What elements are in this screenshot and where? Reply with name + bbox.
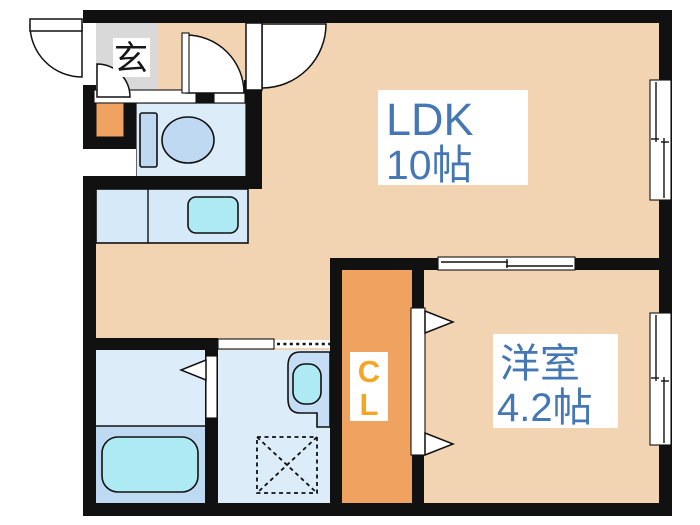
bathroom-door-arrow [178, 358, 207, 382]
wall-kitchen-top [83, 176, 262, 189]
ldk-size-label: 10帖 [386, 142, 473, 188]
wall-bottom [83, 503, 672, 516]
wall-closet-left [330, 258, 342, 503]
entrance-label-box [113, 38, 150, 77]
western-room-window [649, 312, 672, 446]
toilet-tank [139, 112, 158, 168]
closet-label-c: C [358, 354, 380, 389]
western-room-label-box [493, 334, 618, 428]
windows [649, 79, 672, 446]
entrance-label: 玄 [114, 40, 148, 78]
washing-machine-x2 [256, 436, 318, 494]
entrance-door-leaf [29, 18, 83, 32]
toilet-bowl [161, 116, 215, 164]
bathroom-door-leaf [205, 355, 218, 419]
wall-under-shoe-cabinet [83, 137, 124, 149]
washroom-sliding-track [274, 340, 330, 348]
closet-door-leaf [410, 307, 426, 456]
toilet-door-leaf [181, 32, 190, 94]
toilet-door-swing [185, 34, 245, 94]
ldk-door-swing [261, 23, 327, 89]
ldk-door-leaf [245, 22, 263, 91]
fixtures [95, 102, 331, 494]
exterior-notch [80, 149, 136, 176]
western-room-size-label: 4.2帖 [497, 386, 593, 430]
closet-label-box [350, 352, 388, 421]
ldk-floor-lower [96, 258, 342, 350]
entrance-door-swing [29, 24, 83, 78]
wall-bathroom-top [83, 338, 218, 350]
closet-label-l: L [360, 387, 379, 422]
closet-door-arrow-bottom [424, 431, 456, 457]
wall-left-upper [83, 85, 96, 149]
western-room-label: 洋室 [500, 342, 580, 386]
ldk-label-box [378, 90, 528, 185]
wall-toilet-right [246, 103, 262, 185]
kitchen-sink [187, 196, 239, 234]
ldk-window [649, 79, 672, 201]
wall-top [83, 10, 672, 23]
washroom-sliding-door [217, 338, 275, 350]
labels: 玄 LDK 10帖 洋室 4.2帖 C L [113, 38, 618, 430]
bathroom-floor-upper [96, 350, 205, 426]
bathtub [101, 436, 199, 493]
washing-machine-space [256, 436, 318, 494]
doors [29, 18, 576, 457]
shoe-cabinet [95, 102, 125, 138]
washbasin-bowl [292, 363, 322, 405]
ldk-label: LDK [386, 94, 474, 145]
closet-door-arrow-top [424, 309, 456, 335]
